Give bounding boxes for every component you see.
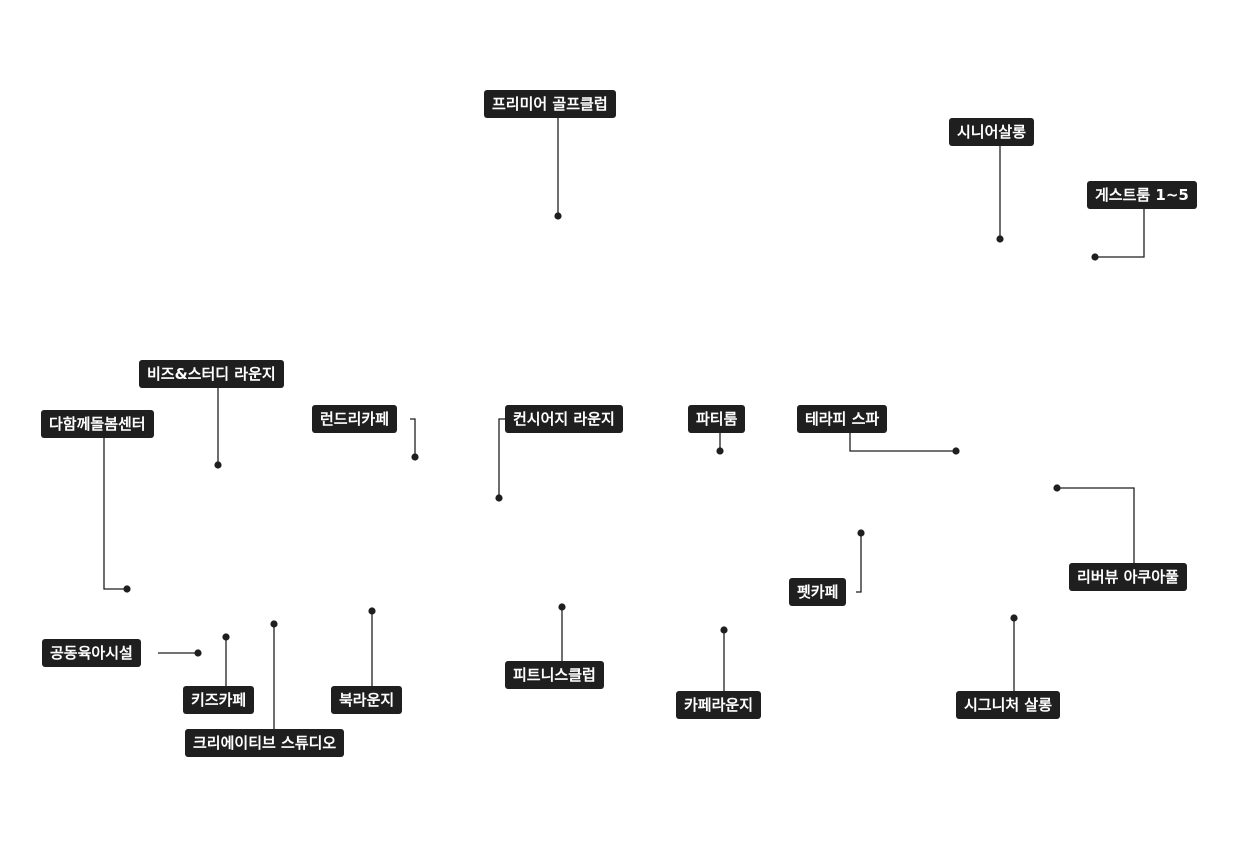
label-concierge-lounge: 컨시어지 라운지	[505, 405, 623, 433]
label-fitness-club: 피트니스클럽	[505, 661, 604, 689]
leader-line-concierge-lounge	[498, 418, 505, 498]
label-party-room: 파티룸	[688, 405, 746, 433]
label-care-center: 다함께돌봄센터	[41, 410, 154, 438]
location-dot-cafe-lounge	[720, 626, 728, 634]
leader-line-pet-cafe	[856, 533, 862, 593]
leader-line-guest-room	[1095, 209, 1145, 258]
location-dot-premier-golf-club	[554, 212, 562, 220]
location-dot-pet-cafe	[857, 529, 865, 537]
location-dot-signature-salon	[1010, 614, 1018, 622]
label-book-lounge: 북라운지	[331, 686, 403, 714]
label-kids-cafe: 키즈카페	[183, 686, 255, 714]
label-guest-room: 게스트룸 1~5	[1087, 181, 1197, 209]
label-senior-salon: 시니어살롱	[949, 118, 1035, 146]
location-dot-book-lounge	[368, 607, 376, 615]
location-dot-riverview-aqua-pool	[1053, 484, 1061, 492]
location-dot-fitness-club	[558, 603, 566, 611]
label-laundry-cafe: 런드리카페	[312, 405, 398, 433]
location-dot-therapy-spa	[952, 447, 960, 455]
location-dot-care-center	[123, 585, 131, 593]
leader-line-laundry-cafe	[410, 418, 416, 457]
label-premier-golf-club: 프리미어 골프클럽	[484, 90, 616, 118]
leader-line-riverview-aqua-pool	[1057, 487, 1135, 563]
label-biz-study-lounge: 비즈&스터디 라운지	[139, 360, 284, 388]
label-creative-studio: 크리에이티브 스튜디오	[185, 729, 345, 757]
label-therapy-spa: 테라피 스파	[797, 405, 888, 433]
location-dot-party-room	[716, 447, 724, 455]
leader-line-therapy-spa	[849, 433, 956, 452]
label-signature-salon: 시그니처 살롱	[956, 691, 1061, 719]
location-dot-biz-study-lounge	[214, 461, 222, 469]
label-cafe-lounge: 카페라운지	[676, 691, 762, 719]
location-dot-senior-salon	[996, 235, 1004, 243]
location-dot-concierge-lounge	[495, 494, 503, 502]
label-pet-cafe: 펫카페	[789, 578, 847, 606]
location-dot-kids-cafe	[222, 633, 230, 641]
label-riverview-aqua-pool: 리버뷰 아쿠아풀	[1069, 563, 1187, 591]
location-dot-creative-studio	[270, 620, 278, 628]
label-childcare-facility: 공동육아시설	[42, 639, 141, 667]
location-dot-childcare-facility	[194, 649, 202, 657]
leader-line-care-center	[103, 438, 127, 590]
location-dot-laundry-cafe	[411, 453, 419, 461]
location-dot-guest-room	[1091, 253, 1099, 261]
